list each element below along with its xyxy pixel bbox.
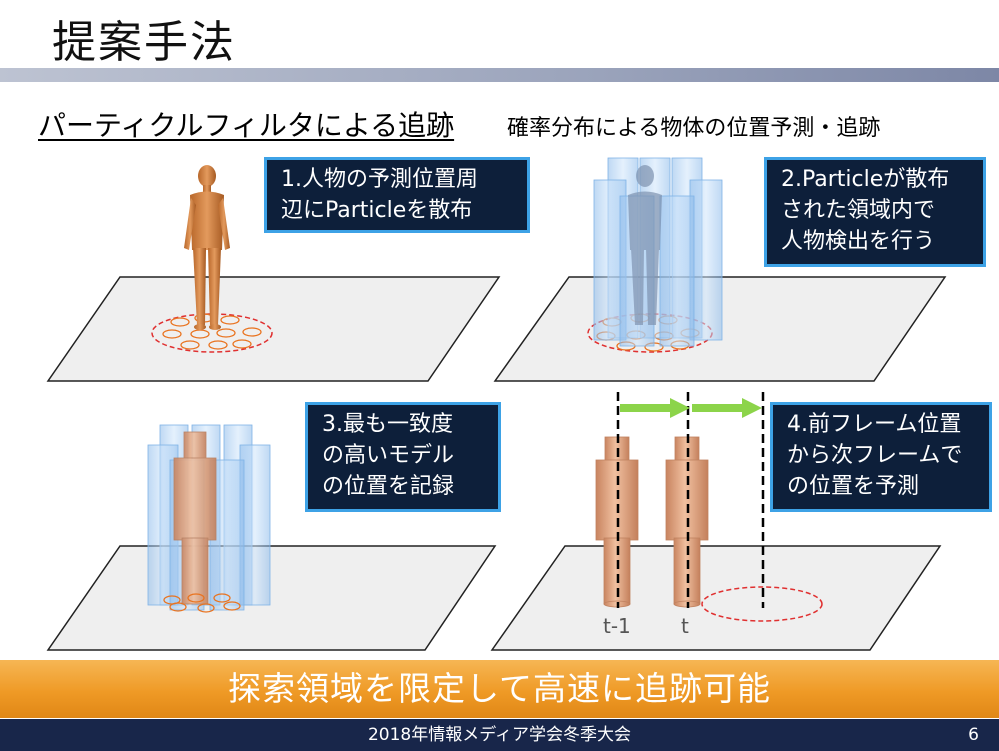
step-text-line: 人物検出を行う bbox=[781, 229, 936, 254]
step-2-callout: 2.Particleが散布 された領域内で 人物検出を行う bbox=[764, 157, 986, 267]
section-heading: パーティクルフィルタによる追跡 bbox=[38, 109, 455, 142]
panel-4 bbox=[490, 392, 942, 651]
step-text-line: 2.Particleが散布 bbox=[781, 167, 950, 192]
page-number: 6 bbox=[968, 725, 979, 745]
step-text-line: の位置を予測 bbox=[787, 474, 920, 499]
predicted-area-ellipse bbox=[701, 586, 823, 622]
time-lines bbox=[616, 392, 765, 608]
time-label-prev: t-1 bbox=[603, 614, 631, 638]
step-text-line: 3.最も一致度 bbox=[322, 412, 453, 437]
floor-plane bbox=[46, 276, 501, 382]
time-label-curr: t bbox=[681, 614, 689, 638]
floor-plane bbox=[46, 545, 497, 651]
step-text-line: の高いモデル bbox=[322, 443, 455, 468]
title-underline-bar bbox=[0, 68, 999, 82]
section-note: 確率分布による物体の位置予測・追跡 bbox=[507, 116, 881, 141]
motion-arrows bbox=[620, 398, 762, 418]
panel-3 bbox=[46, 424, 497, 651]
model-prev bbox=[595, 436, 639, 608]
footer-bar: 2018年情報メディア学会冬季大会 6 bbox=[0, 719, 999, 751]
best-model bbox=[173, 431, 217, 605]
panel-2 bbox=[493, 157, 947, 382]
step-text-line: の位置を記録 bbox=[322, 474, 455, 499]
step-text-line: 4.前フレーム位置 bbox=[787, 412, 962, 437]
step-3-callout: 3.最も一致度 の高いモデル の位置を記録 bbox=[305, 402, 501, 512]
search-area-ellipse bbox=[151, 313, 273, 353]
panel-1 bbox=[46, 165, 501, 382]
step-text-line: から次フレームで bbox=[787, 443, 963, 468]
person-figure bbox=[184, 165, 230, 330]
step-1-callout: 1.人物の予測位置周 辺にParticleを散布 bbox=[264, 157, 530, 233]
page-title: 提案手法 bbox=[52, 17, 236, 68]
step-text-line: された領域内で bbox=[781, 198, 936, 223]
conclusion-banner: 探索領域を限定して高速に追跡可能 bbox=[0, 660, 999, 718]
person-figure bbox=[628, 165, 662, 325]
step-text-line: 辺にParticleを散布 bbox=[281, 198, 473, 223]
step-text-line: 1.人物の予測位置周 bbox=[281, 167, 478, 192]
step-4-callout: 4.前フレーム位置 から次フレームで の位置を予測 bbox=[770, 402, 992, 512]
conference-name: 2018年情報メディア学会冬季大会 bbox=[367, 725, 632, 745]
floor-plane bbox=[490, 545, 942, 651]
particles bbox=[163, 593, 241, 613]
